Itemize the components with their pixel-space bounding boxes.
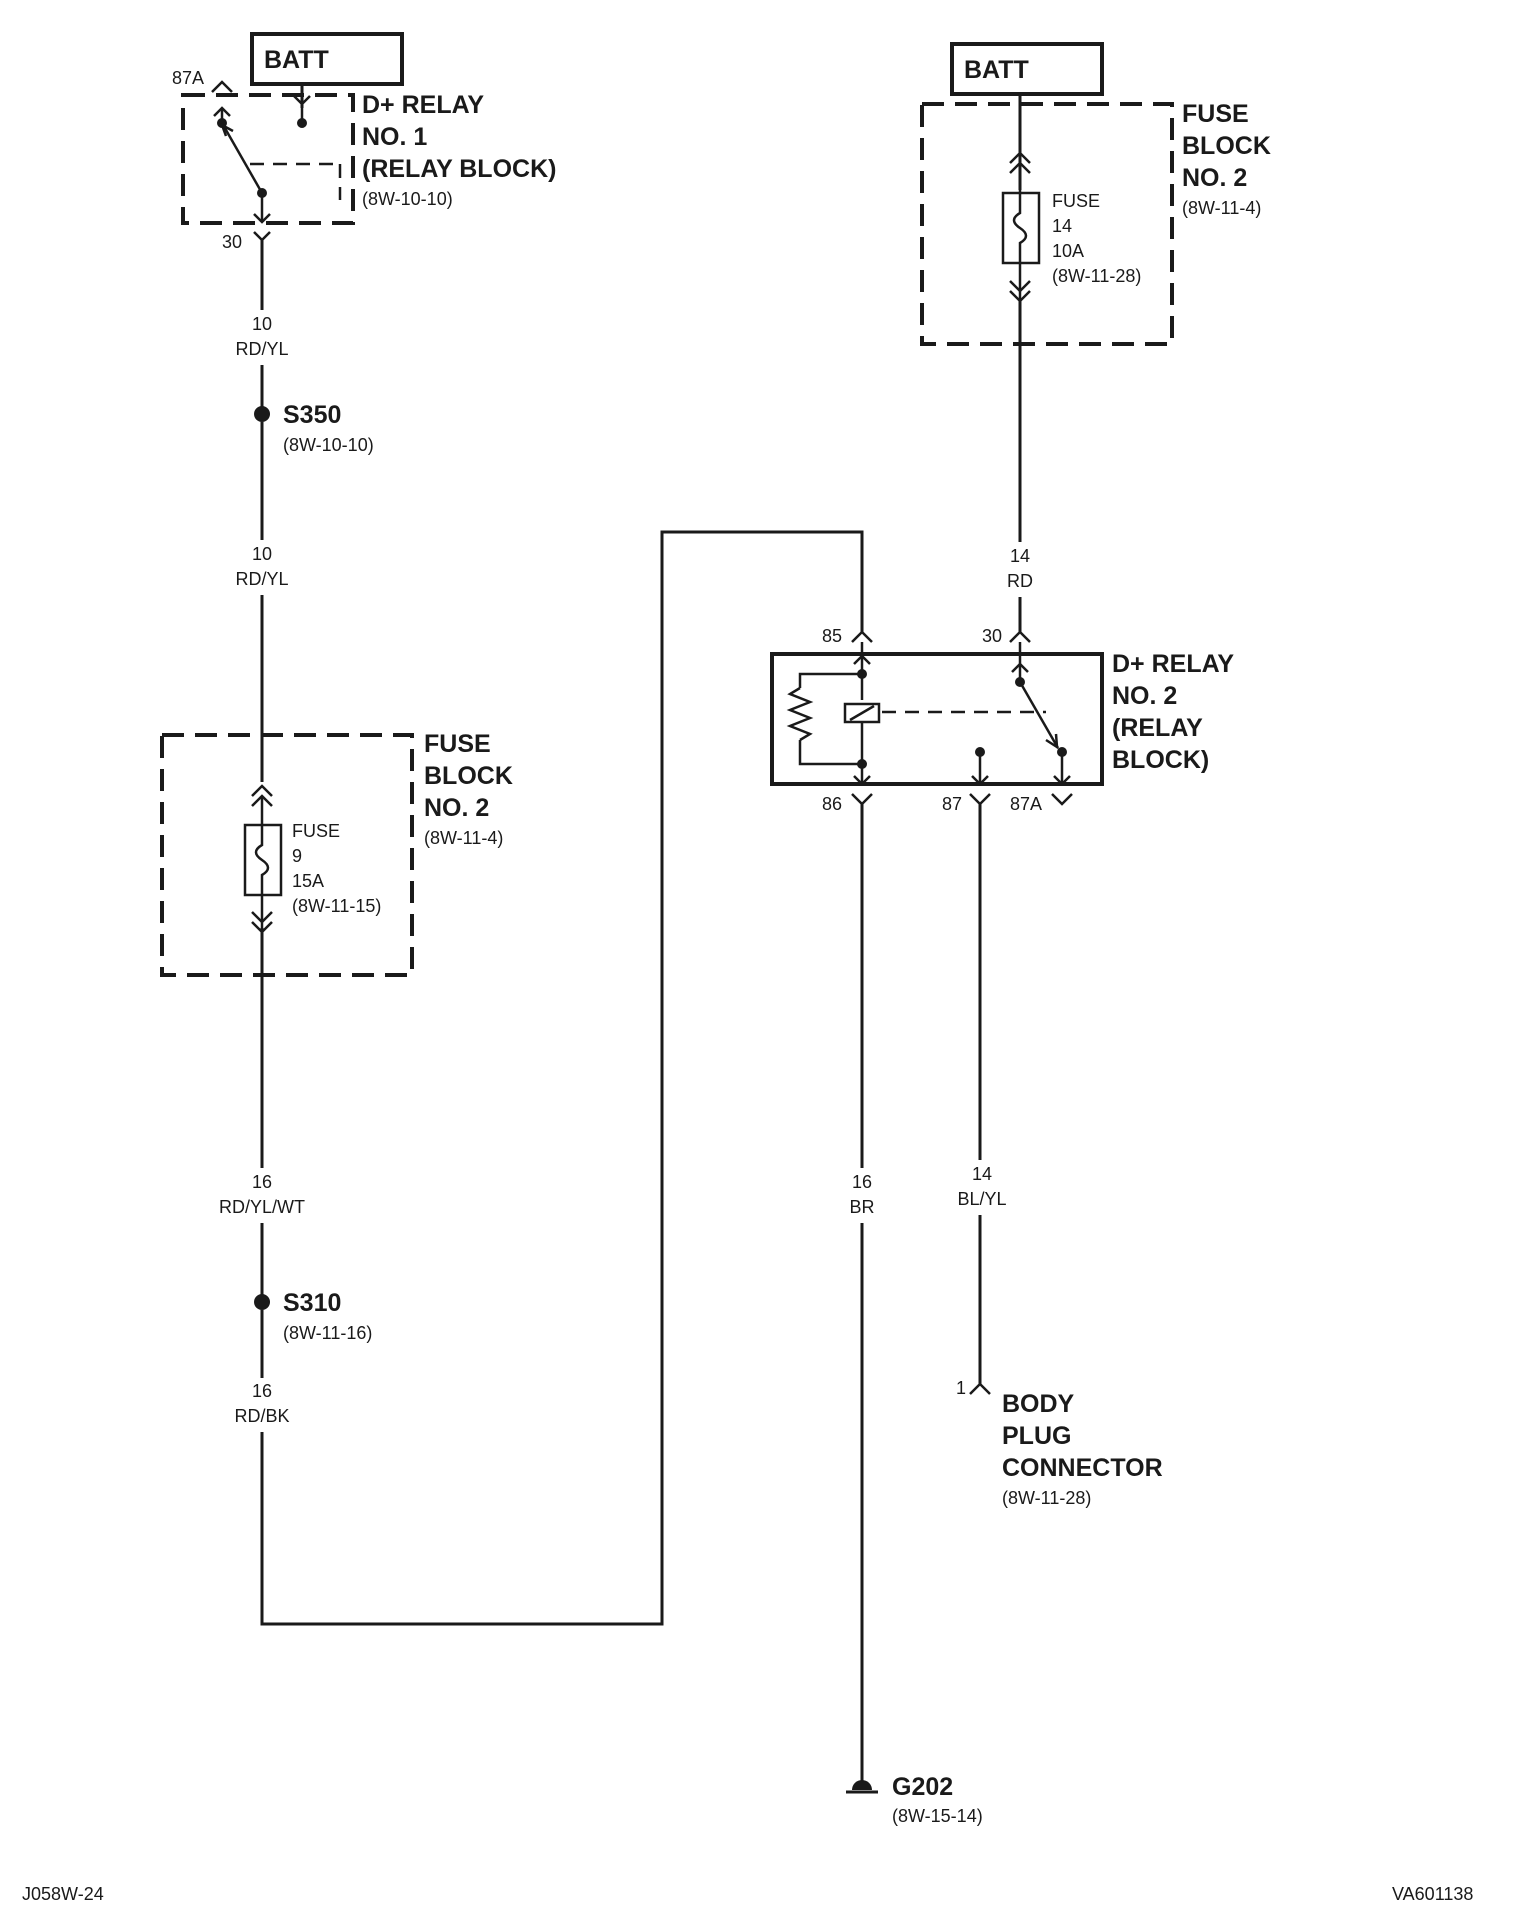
footer-right-code: VA601138 <box>1392 1884 1473 1904</box>
relay2-pin-87: 87 <box>942 794 962 814</box>
body-plug-ref: (8W-11-28) <box>1002 1488 1091 1508</box>
fuse-block-right-line3: NO. 2 <box>1182 164 1247 192</box>
wire-feed-color: RD <box>1007 571 1033 591</box>
relay2-name-1: D+ RELAY <box>1112 650 1234 678</box>
wire-ground-color: BR <box>849 1197 874 1217</box>
s310-ref: (8W-11-16) <box>283 1323 372 1343</box>
pin-87-chevron <box>969 793 991 806</box>
fuse14-rating: 10A <box>1052 241 1084 261</box>
relay2-name-3: (RELAY <box>1112 714 1203 742</box>
wire-d-color: RD/BK <box>234 1406 289 1426</box>
relay-2: 85 30 <box>770 626 1234 814</box>
relay2-name-4: BLOCK) <box>1112 746 1209 774</box>
pin-87a-chevron <box>211 80 233 93</box>
relay1-name-1: D+ RELAY <box>362 91 484 119</box>
relay1-name-3: (RELAY BLOCK) <box>362 155 556 183</box>
relay2-pin-87a: 87A <box>1010 794 1042 814</box>
wire-b-color: RD/YL <box>235 569 288 589</box>
fuse-block-right: FUSE 14 10A (8W-11-28) FUSE BLOCK NO. 2 … <box>920 100 1271 346</box>
relay2-pin-85: 85 <box>822 626 842 646</box>
wire-feed-gauge: 14 <box>1010 546 1030 566</box>
wire-a-color: RD/YL <box>235 339 288 359</box>
body-plug-connector: 1 BODY PLUG CONNECTOR (8W-11-28) <box>956 1378 1163 1508</box>
relay1-pin-87a: 87A <box>172 68 204 88</box>
g202-name: G202 <box>892 1773 953 1801</box>
relay1-pin-30: 30 <box>222 232 242 252</box>
footer-left-code: J058W-24 <box>22 1884 104 1904</box>
fuse9-label: FUSE <box>292 821 340 841</box>
body-plug-chevron <box>969 1382 991 1395</box>
splice-s350: S350 (8W-10-10) <box>254 401 374 455</box>
fuse14-ref: (8W-11-28) <box>1052 266 1141 286</box>
wire-a-gauge: 10 <box>252 314 272 334</box>
wire-c-color: RD/YL/WT <box>219 1197 305 1217</box>
pin-86-chevron <box>851 793 873 806</box>
relay2-pin-86: 86 <box>822 794 842 814</box>
body-plug-line3: CONNECTOR <box>1002 1454 1163 1482</box>
pin-85-chevron <box>851 630 873 643</box>
s350-name: S350 <box>283 401 341 429</box>
batt-box-left: BATT <box>250 32 404 86</box>
pin-30-chevron-r <box>1009 630 1031 643</box>
s350-ref: (8W-10-10) <box>283 435 374 455</box>
relay1-ref: (8W-10-10) <box>362 189 453 209</box>
fuse-block-left: FUSE 9 15A (8W-11-15) FUSE BLOCK NO. 2 (… <box>160 730 513 977</box>
wire-route-to-relay2 <box>260 530 864 1626</box>
fuse-block-left-ref: (8W-11-4) <box>424 828 503 848</box>
wire-d-gauge: 16 <box>252 1381 272 1401</box>
body-plug-line1: BODY <box>1002 1390 1075 1418</box>
left-circuit: BATT 87A <box>160 32 864 1626</box>
pin-87a-chevron-r <box>1051 793 1073 806</box>
splice-s310: S310 (8W-11-16) <box>254 1289 372 1343</box>
body-plug-pin: 1 <box>956 1378 966 1398</box>
relay2-pin-30: 30 <box>982 626 1002 646</box>
relay1-name-2: NO. 1 <box>362 123 427 151</box>
fuse14-number: 14 <box>1052 216 1072 236</box>
pin-30-chevron <box>253 231 271 242</box>
relay-1: 87A 30 D+ RELAY NO. 1 (RELAY BLOCK) <box>172 68 556 252</box>
fuse9-rating: 15A <box>292 871 324 891</box>
wire-output-gauge: 14 <box>972 1164 992 1184</box>
fuse9-ref: (8W-11-15) <box>292 896 381 916</box>
right-circuit: BATT FUSE 14 10A (8W-11-28) FUSE BLOCK N… <box>770 42 1271 1826</box>
wire-output-color: BL/YL <box>957 1189 1006 1209</box>
batt-box-right: BATT <box>950 42 1104 96</box>
fuse-block-left-line1: FUSE <box>424 730 491 758</box>
fuse-block-left-line2: BLOCK <box>424 762 513 790</box>
wire-b-gauge: 10 <box>252 544 272 564</box>
fuse14-label: FUSE <box>1052 191 1100 211</box>
relay2-name-2: NO. 2 <box>1112 682 1177 710</box>
fuse9-number: 9 <box>292 846 302 866</box>
body-plug-line2: PLUG <box>1002 1422 1071 1450</box>
resistor-icon <box>786 686 814 742</box>
fuse-block-right-line2: BLOCK <box>1182 132 1271 160</box>
g202-ref: (8W-15-14) <box>892 1806 983 1826</box>
s310-name: S310 <box>283 1289 341 1317</box>
fuse-block-right-ref: (8W-11-4) <box>1182 198 1261 218</box>
batt-label-left: BATT <box>264 46 329 74</box>
batt-label-right: BATT <box>964 56 1029 84</box>
wire-c-gauge: 16 <box>252 1172 272 1192</box>
wire-ground-gauge: 16 <box>852 1172 872 1192</box>
fuse-block-right-line1: FUSE <box>1182 100 1249 128</box>
fuse-block-left-line3: NO. 2 <box>424 794 489 822</box>
ground-g202: G202 (8W-15-14) <box>846 1773 983 1826</box>
